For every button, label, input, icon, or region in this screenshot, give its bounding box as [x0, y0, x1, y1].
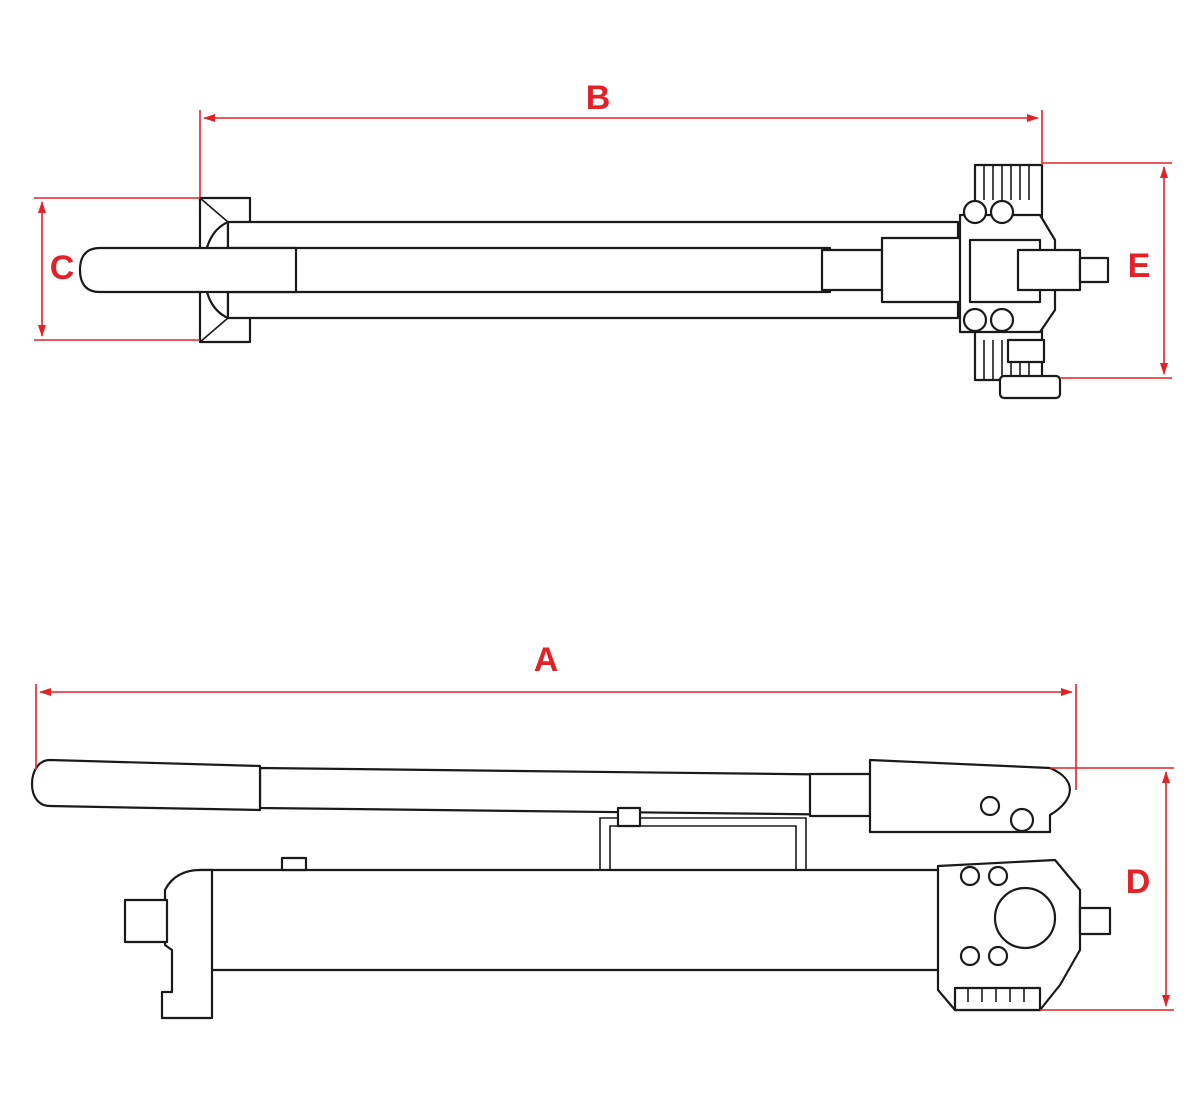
dimension-lines	[34, 110, 1174, 1011]
dimension-label-b: B	[586, 79, 611, 117]
dimension-labels: B C E A D	[50, 79, 1151, 901]
top-view	[78, 163, 1110, 400]
side-view	[30, 758, 1112, 1020]
dimension-label-e: E	[1128, 247, 1151, 285]
dimension-label-d: D	[1126, 863, 1151, 901]
dimension-label-a: A	[534, 641, 559, 679]
dimension-label-c: C	[50, 249, 75, 287]
